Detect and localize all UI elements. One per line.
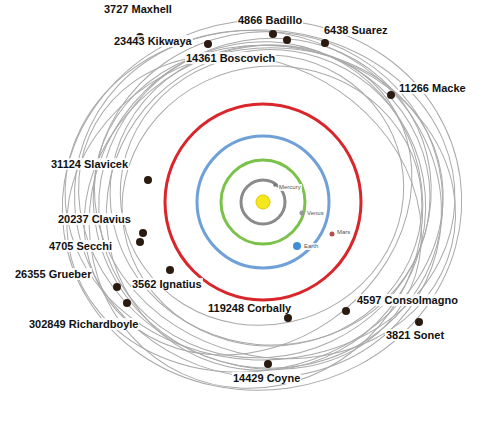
- earth-planet: [293, 242, 301, 250]
- planet-label: Venus: [306, 210, 325, 217]
- asteroid-label: 14361 Boscovich: [185, 52, 276, 64]
- asteroid-label: 26355 Grueber: [14, 268, 92, 280]
- asteroid-label: 20237 Clavius: [57, 213, 132, 225]
- asteroid-orbits: [21, 0, 491, 443]
- asteroid-label: 119248 Corbally: [207, 302, 292, 314]
- asteroid-label: 6438 Suarez: [323, 24, 389, 36]
- asteroid-dots: [113, 30, 423, 368]
- planet-label: Mercury: [278, 184, 302, 191]
- mars-orbit: [165, 104, 361, 300]
- asteroid-label: 3727 Maxhell: [103, 3, 173, 15]
- asteroid-label: 3821 Sonet: [385, 329, 445, 341]
- asteroid-label: 3562 Ignatius: [131, 278, 203, 290]
- venus-planet: [300, 211, 305, 216]
- asteroid-label: 4597 Consolmagno: [356, 294, 459, 306]
- earth-orbit: [197, 136, 329, 268]
- asteroid-label: 23443 Kikwaya: [113, 35, 193, 47]
- mars-planet: [330, 232, 335, 237]
- asteroid-label: 4866 Badillo: [237, 14, 303, 26]
- mercury-planet: [273, 183, 277, 187]
- planet-label: Mars: [336, 229, 351, 236]
- asteroid-label: 31124 Slavicek: [50, 158, 129, 170]
- asteroid-label: 11266 Macke: [398, 82, 467, 94]
- venus-orbit: [221, 160, 305, 244]
- asteroid-label: 302849 Richardboyle: [28, 318, 139, 330]
- sun: [256, 195, 270, 209]
- planet-label: Earth: [303, 243, 319, 250]
- asteroid-label: 4705 Secchi: [48, 240, 113, 252]
- asteroid-label: 14429 Coyne: [232, 372, 301, 384]
